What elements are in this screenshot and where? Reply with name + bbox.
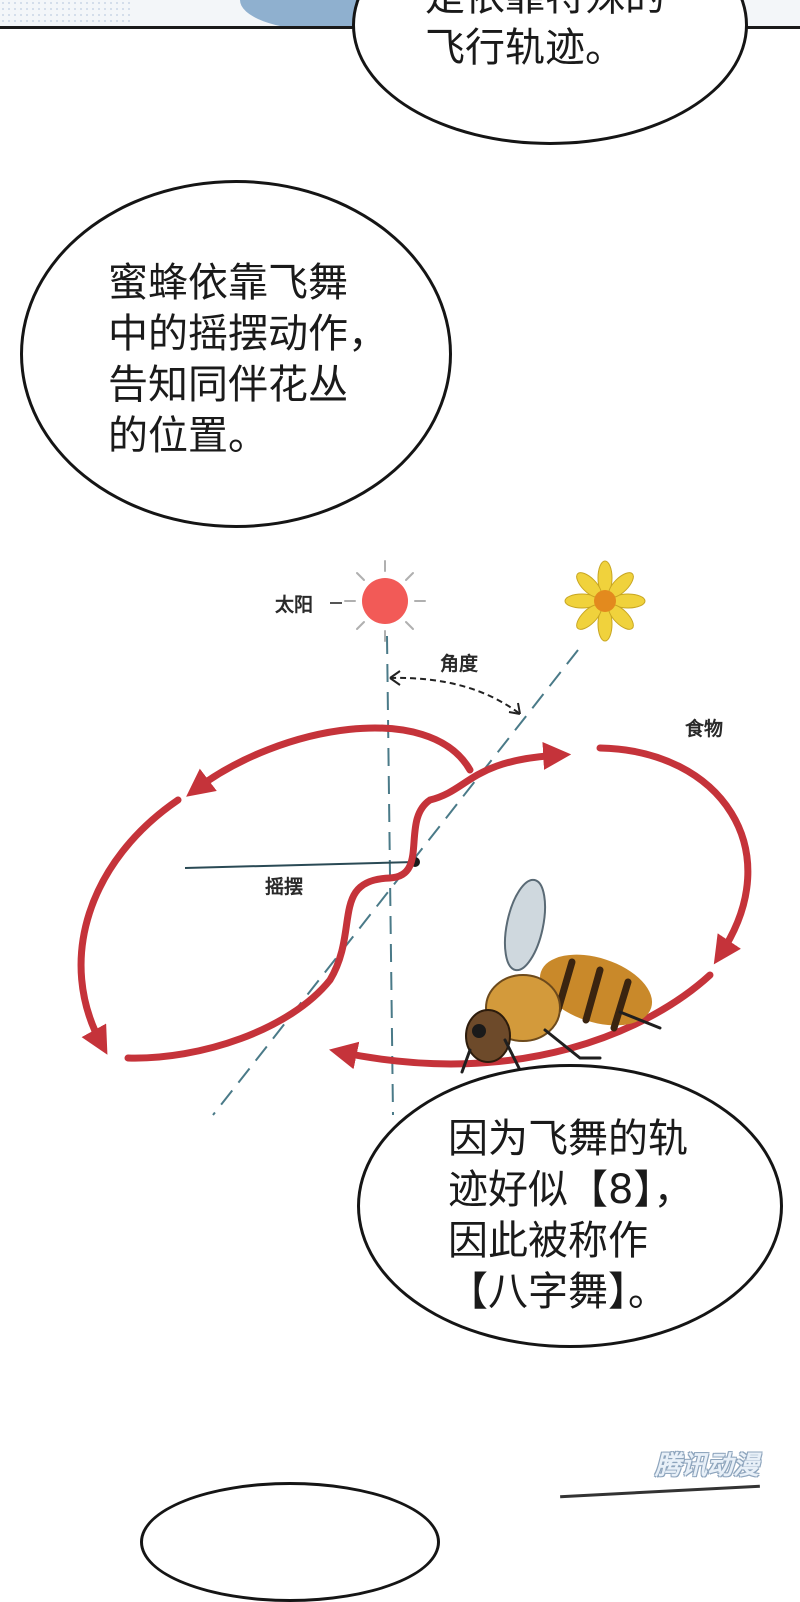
- speech-text-upper: 蜜蜂依靠飞舞 中的摇摆动作， 告知同伴花丛 的位置。: [108, 260, 388, 459]
- next-speech-bubble-edge: [140, 1482, 440, 1602]
- bee-illustration: [460, 878, 662, 1074]
- angle-arc: [389, 676, 521, 715]
- waggle-dance-diagram: 太阳 角度: [77, 560, 752, 1116]
- sun-label: 太阳: [275, 593, 313, 616]
- waggle-label: 摇摆: [265, 875, 303, 898]
- speech-bubble-upper: [20, 180, 452, 528]
- screentone: [0, 0, 130, 28]
- return-arrow-right-side: [596, 744, 752, 965]
- angle-arrow-right: [508, 702, 521, 715]
- food-label: 食物: [685, 717, 723, 740]
- flower-icon: [564, 560, 646, 642]
- angle-label: 角度: [440, 652, 479, 675]
- speech-text-lower: 因为飞舞的轨 迹好似【8】， 因此被称作 【八字舞】。: [448, 1116, 694, 1315]
- waggle-run-arrow: [124, 741, 572, 1062]
- publisher-watermark: 腾讯动漫: [655, 1451, 760, 1481]
- return-arrow-left-top: [186, 724, 474, 797]
- speech-text-top: 是依靠特殊的 飞行轨迹。: [425, 0, 665, 71]
- next-panel-line: [560, 1484, 760, 1499]
- angle-arrow-left: [389, 670, 401, 686]
- food-direction-line: [212, 649, 579, 1116]
- sun-icon: [344, 560, 426, 642]
- waggle-indicator-line: [184, 861, 416, 869]
- speech-bubble-lower: [357, 1064, 783, 1348]
- return-arrow-left-side: [77, 796, 182, 1055]
